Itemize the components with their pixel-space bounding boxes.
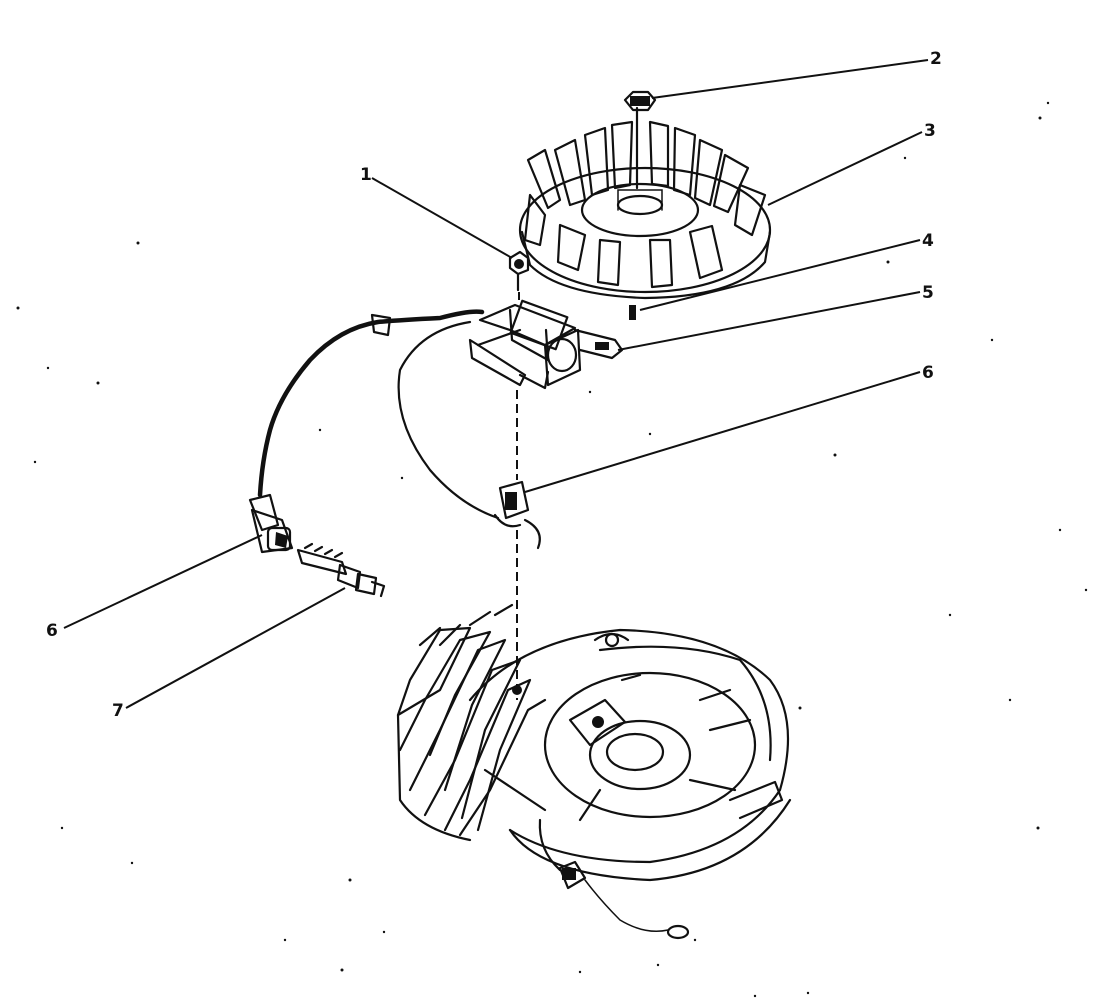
leader-2 — [651, 59, 929, 99]
leader-lines — [63, 59, 929, 709]
spark-plug-lead — [248, 309, 485, 554]
callout-7: 7 — [112, 701, 124, 721]
callout-6-right: 6 — [922, 363, 934, 383]
leader-6-right — [524, 371, 921, 493]
leader-5 — [617, 291, 921, 351]
ignition-module — [468, 299, 624, 390]
engine-block — [396, 603, 792, 882]
spark-plug — [296, 542, 386, 598]
leader-7 — [125, 587, 346, 709]
callout-1: 1 — [360, 165, 372, 185]
flywheel-key — [629, 305, 636, 320]
ground-wire — [397, 320, 541, 550]
flywheel — [518, 106, 772, 300]
callout-5: 5 — [922, 283, 934, 303]
leader-4 — [639, 239, 921, 311]
callout-2: 2 — [930, 49, 942, 69]
callout-3: 3 — [924, 121, 936, 141]
leader-1 — [371, 177, 513, 259]
flywheel-nut — [623, 90, 657, 112]
leader-6-left — [63, 534, 263, 629]
callout-4: 4 — [922, 231, 934, 251]
scan-speckle — [16, 101, 1088, 998]
screw — [508, 250, 530, 292]
callout-6-left: 6 — [46, 621, 58, 641]
leader-3 — [767, 131, 923, 206]
stop-switch-wire — [538, 818, 690, 940]
